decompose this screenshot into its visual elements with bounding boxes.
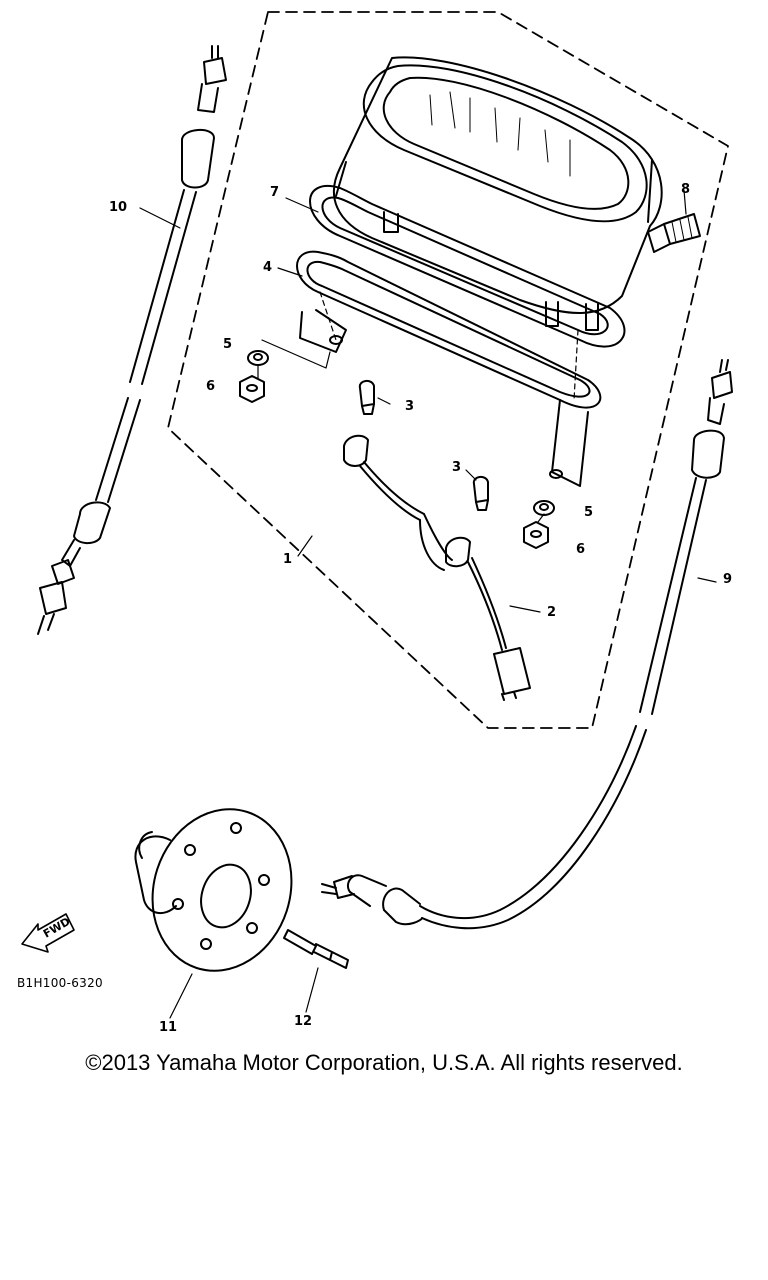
parts-diagram: FWD [21,11,733,1019]
callout-2: 2 [547,605,557,620]
stud-bolt [383,211,399,233]
reset-knob [647,213,701,253]
bracket [296,250,602,487]
callout-3-lower: 3 [452,460,462,475]
tachometer-cable [37,45,227,635]
nut-left [239,375,265,403]
callout-9: 9 [723,572,733,587]
callout-6-left: 6 [206,379,216,394]
callout-10: 10 [109,200,128,215]
diagram-code: B1H100-6320 [17,976,103,990]
copyright-notice: ©2013 Yamaha Motor Corporation, U.S.A. A… [85,1050,683,1075]
callout-11: 11 [159,1020,178,1035]
speedometer-cable [321,359,733,930]
bulb-lower [472,476,489,511]
wire-harness [343,434,531,701]
callout-5-left: 5 [223,337,233,352]
fwd-arrow [21,913,75,953]
bulb-upper [358,380,375,415]
callout-7: 7 [270,185,280,200]
gasket [309,185,626,348]
meter-housing [332,56,663,315]
stud-bolt [545,301,559,327]
callout-12: 12 [294,1014,313,1029]
callout-5-right: 5 [584,505,594,520]
stud-bolt [585,303,599,331]
callout-6-right: 6 [576,542,586,557]
gear-unit [134,808,293,972]
callout-3-upper: 3 [405,399,415,414]
nut-right [523,521,549,549]
washer-left [247,350,269,366]
drive-pin [283,929,349,969]
callout-4: 4 [263,260,273,275]
assembly-boundary [167,11,729,729]
callout-8: 8 [681,182,691,197]
callout-1: 1 [283,552,293,567]
washer-right [533,500,555,516]
